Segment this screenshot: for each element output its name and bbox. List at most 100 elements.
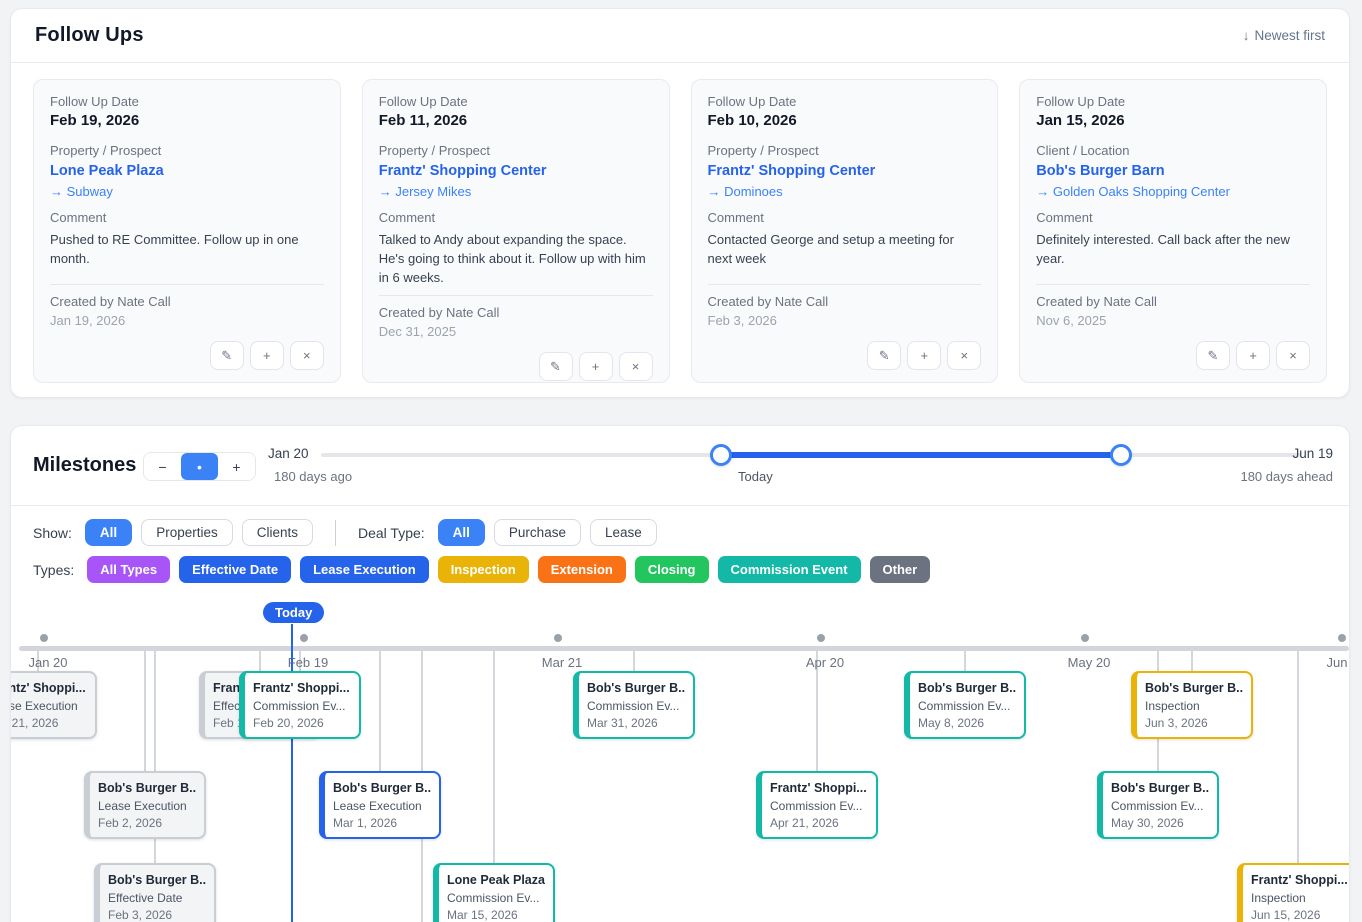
milestone-card[interactable]: Bob's Burger B... Commission Ev... May 8… — [904, 671, 1026, 739]
card-actions: ✎ + × — [50, 341, 324, 370]
created-by: Created by Nate Call — [707, 294, 829, 309]
filter-row-show: Show: All Properties Clients Deal Type: … — [11, 519, 657, 546]
follow-ups-title: Follow Ups — [35, 24, 144, 46]
deal-type-filter-label: Deal Type: — [357, 524, 425, 541]
today-badge: Today — [263, 602, 325, 623]
location-link[interactable]: → Golden Oaks Shopping Center — [1036, 184, 1230, 199]
date-range-slider-selected — [721, 452, 1121, 458]
milestone-type: Lease Execution — [10, 699, 78, 713]
delete-button[interactable]: × — [1276, 341, 1310, 370]
range-end-date: Jun 19 — [1292, 446, 1333, 461]
entity-label: Property / Prospect — [378, 143, 491, 158]
deal-type-filter-lease[interactable]: Lease — [589, 519, 657, 546]
type-filter-all-types[interactable]: All Types — [87, 556, 171, 583]
prospect-link[interactable]: → Dominoes — [707, 184, 783, 199]
month-label: Mar 21 — [541, 655, 583, 670]
event-connector — [964, 651, 966, 671]
type-filter-extension[interactable]: Extension — [537, 556, 626, 583]
show-filter-properties[interactable]: Properties — [141, 519, 233, 546]
pencil-icon: ✎ — [550, 358, 561, 374]
comment-label: Comment — [50, 210, 107, 225]
created-date: Nov 6, 2025 — [1036, 313, 1107, 328]
type-filter-inspection[interactable]: Inspection — [437, 556, 529, 583]
edit-button[interactable]: ✎ — [209, 341, 244, 370]
delete-button[interactable]: × — [289, 341, 324, 370]
plus-icon: + — [920, 348, 929, 363]
milestone-title: Lone Peak Plaza — [447, 873, 545, 887]
client-link[interactable]: Bob's Burger Barn — [1036, 163, 1165, 179]
milestone-card[interactable]: Bob's Burger B... Effective Date Feb 3, … — [94, 863, 216, 922]
milestone-card[interactable]: Bob's Burger B... Commission Ev... Mar 3… — [573, 671, 695, 739]
milestone-card[interactable]: Frantz' Shoppi... Inspection Jun 15, 202… — [1237, 863, 1349, 922]
sort-control[interactable]: ↓ Newest first — [1243, 28, 1325, 43]
milestones-panel: Milestones − • + Jan 20 180 days ago Tod… — [10, 425, 1350, 922]
milestone-date: Feb 3, 2026 — [108, 908, 173, 922]
milestone-card[interactable]: Bob's Burger B... Commission Ev... May 3… — [1097, 771, 1219, 839]
plus-icon: + — [591, 359, 600, 374]
delete-button[interactable]: × — [947, 341, 982, 370]
slider-handle-end[interactable] — [1110, 444, 1132, 466]
delete-button[interactable]: × — [618, 352, 653, 381]
follow-ups-panel: Follow Ups ↓ Newest first Follow Up Date… — [10, 8, 1350, 398]
milestone-title: Frantz' Shoppi... — [1251, 873, 1348, 887]
milestone-date: Mar 1, 2026 — [333, 816, 398, 830]
deal-type-filter-all[interactable]: All — [437, 519, 485, 546]
show-filter-clients[interactable]: Clients — [241, 519, 313, 546]
milestone-card[interactable]: Bob's Burger B... Lease Execution Mar 1,… — [319, 771, 441, 839]
add-button[interactable]: + — [578, 352, 613, 381]
add-button[interactable]: + — [907, 341, 942, 370]
milestone-title: Bob's Burger B... — [108, 873, 206, 887]
type-filter-lease-execution[interactable]: Lease Execution — [300, 556, 429, 583]
divider — [1036, 284, 1310, 285]
type-filter-closing[interactable]: Closing — [634, 556, 709, 583]
slider-handle-start[interactable] — [710, 444, 732, 466]
zoom-out-button[interactable]: − — [144, 453, 181, 480]
comment-text: Talked to Andy about expanding the space… — [378, 232, 646, 285]
milestone-card[interactable]: Lone Peak Plaza Commission Ev... Mar 15,… — [433, 863, 555, 922]
milestone-title: Frantz' Shoppi... — [253, 681, 350, 695]
event-connector — [816, 651, 818, 771]
add-button[interactable]: + — [1236, 341, 1270, 370]
event-connector — [1297, 651, 1299, 863]
add-button[interactable]: + — [249, 341, 284, 370]
milestone-card[interactable]: Bob's Burger B... Lease Execution Feb 2,… — [84, 771, 206, 839]
edit-button[interactable]: ✎ — [867, 341, 902, 370]
prospect-link[interactable]: → Subway — [50, 184, 113, 199]
milestone-title: Bob's Burger B... — [98, 781, 196, 795]
property-link[interactable]: Frantz' Shopping Center — [707, 163, 876, 179]
type-filter-other[interactable]: Other — [869, 556, 931, 583]
milestone-card[interactable]: Bob's Burger B... Inspection Jun 3, 2026 — [1131, 671, 1253, 739]
pencil-icon: ✎ — [878, 347, 890, 363]
edit-button[interactable]: ✎ — [1196, 341, 1230, 370]
zoom-in-button[interactable]: + — [218, 453, 255, 480]
filter-group-divider — [334, 519, 336, 546]
property-link[interactable]: Lone Peak Plaza — [50, 163, 164, 179]
follow-up-card: Follow Up Date Feb 19, 2026 Property / P… — [33, 79, 341, 383]
event-connector — [37, 651, 39, 671]
show-filter-all[interactable]: All — [84, 519, 133, 546]
milestone-title: Bob's Burger B... — [918, 681, 1016, 695]
milestone-type: Lease Execution — [333, 799, 422, 813]
milestones-header: Milestones − • + Jan 20 180 days ago Tod… — [11, 426, 1349, 506]
zoom-reset-button[interactable]: • — [181, 453, 218, 480]
event-connector — [154, 651, 156, 863]
milestone-date: Mar 31, 2026 — [587, 716, 658, 730]
property-link[interactable]: Frantz' Shopping Center — [378, 163, 547, 179]
deal-type-filter-purchase[interactable]: Purchase — [493, 519, 581, 546]
milestone-card[interactable]: Frantz' Shoppi... Commission Ev... Apr 2… — [756, 771, 878, 839]
event-connector — [144, 651, 146, 771]
milestone-card[interactable]: Frantz' Shoppi... Commission Ev... Feb 2… — [239, 671, 361, 739]
type-filter-effective-date[interactable]: Effective Date — [179, 556, 292, 583]
milestone-title: Bob's Burger B... — [1145, 681, 1243, 695]
comment-label: Comment — [707, 210, 764, 225]
card-actions: ✎ + × — [1036, 341, 1310, 370]
prospect-link[interactable]: → Jersey Mikes — [378, 184, 472, 199]
milestone-title: Frantz' Shoppi... — [10, 681, 86, 695]
milestone-date: Mar 15, 2026 — [447, 908, 518, 922]
created-by: Created by Nate Call — [378, 305, 500, 320]
milestone-card[interactable]: Frantz' Shoppi... Lease Execution Jan 21… — [10, 671, 97, 739]
event-connector — [259, 651, 261, 671]
milestone-type: Commission Ev... — [587, 699, 680, 713]
type-filter-commission-event[interactable]: Commission Event — [717, 556, 861, 583]
edit-button[interactable]: ✎ — [538, 352, 573, 381]
